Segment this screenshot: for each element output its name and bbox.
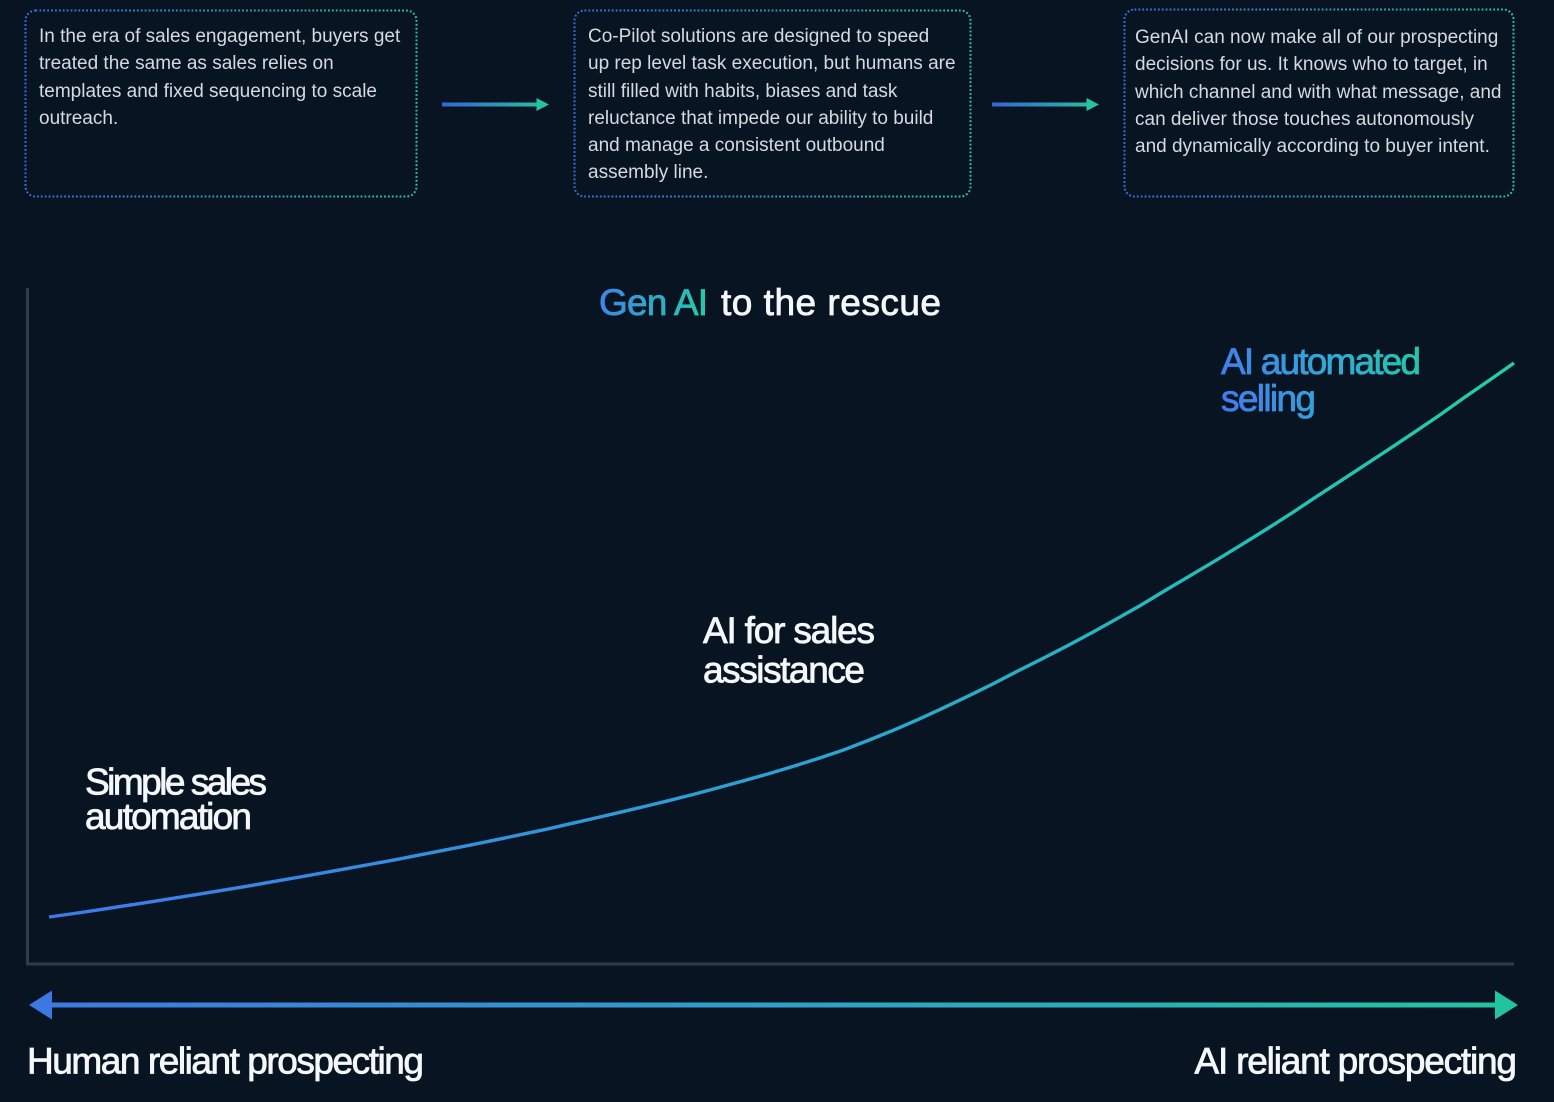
svg-text:Simple sales: Simple sales xyxy=(85,762,267,803)
svg-text:Human reliant prospecting: Human reliant prospecting xyxy=(27,1041,424,1082)
svg-text:AI for sales: AI for sales xyxy=(703,610,875,651)
svg-text:AI automated: AI automated xyxy=(1221,341,1421,382)
svg-text:to the rescue: to the rescue xyxy=(721,282,941,323)
svg-text:AI reliant prospecting: AI reliant prospecting xyxy=(1195,1041,1518,1082)
svg-text:Gen AI: Gen AI xyxy=(599,282,708,323)
svg-text:automation: automation xyxy=(85,796,252,837)
svg-text:selling: selling xyxy=(1221,378,1316,419)
svg-text:assistance: assistance xyxy=(703,650,865,691)
